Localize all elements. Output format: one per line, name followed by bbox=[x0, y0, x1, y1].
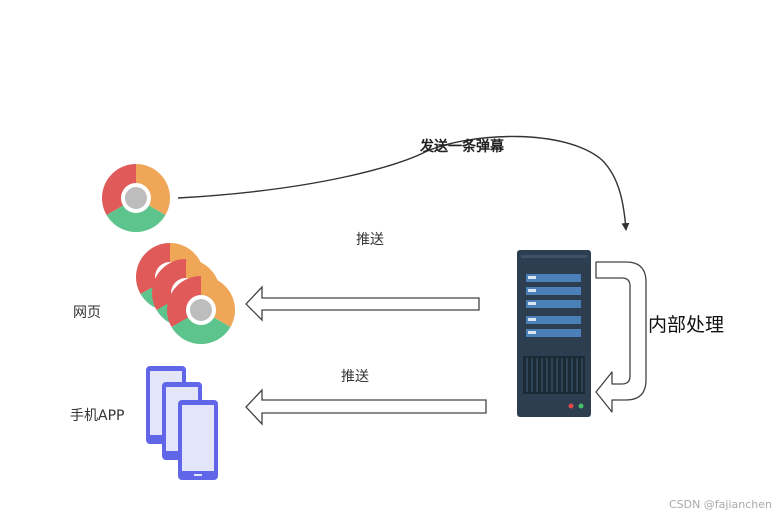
chrome-icon-stack bbox=[136, 243, 235, 344]
internal-processing-arrow bbox=[595, 261, 647, 413]
chrome-icon bbox=[102, 164, 170, 232]
mobile-app-label: 手机APP bbox=[70, 408, 125, 424]
push-arrow-to-web bbox=[245, 285, 480, 322]
watermark-text: CSDN @fajianchen bbox=[668, 498, 772, 511]
push-arrow-to-app bbox=[245, 388, 487, 426]
web-client-label: 网页 bbox=[73, 305, 101, 321]
push-label-app: 推送 bbox=[341, 369, 369, 385]
send-danmaku-connector bbox=[177, 135, 630, 231]
mobile-phone-stack-icon bbox=[146, 366, 218, 480]
push-label-web: 推送 bbox=[356, 232, 384, 248]
send-danmaku-label: 发送一条弹幕 bbox=[420, 139, 504, 155]
server-icon bbox=[517, 250, 591, 417]
internal-processing-label: 内部处理 bbox=[648, 314, 725, 336]
